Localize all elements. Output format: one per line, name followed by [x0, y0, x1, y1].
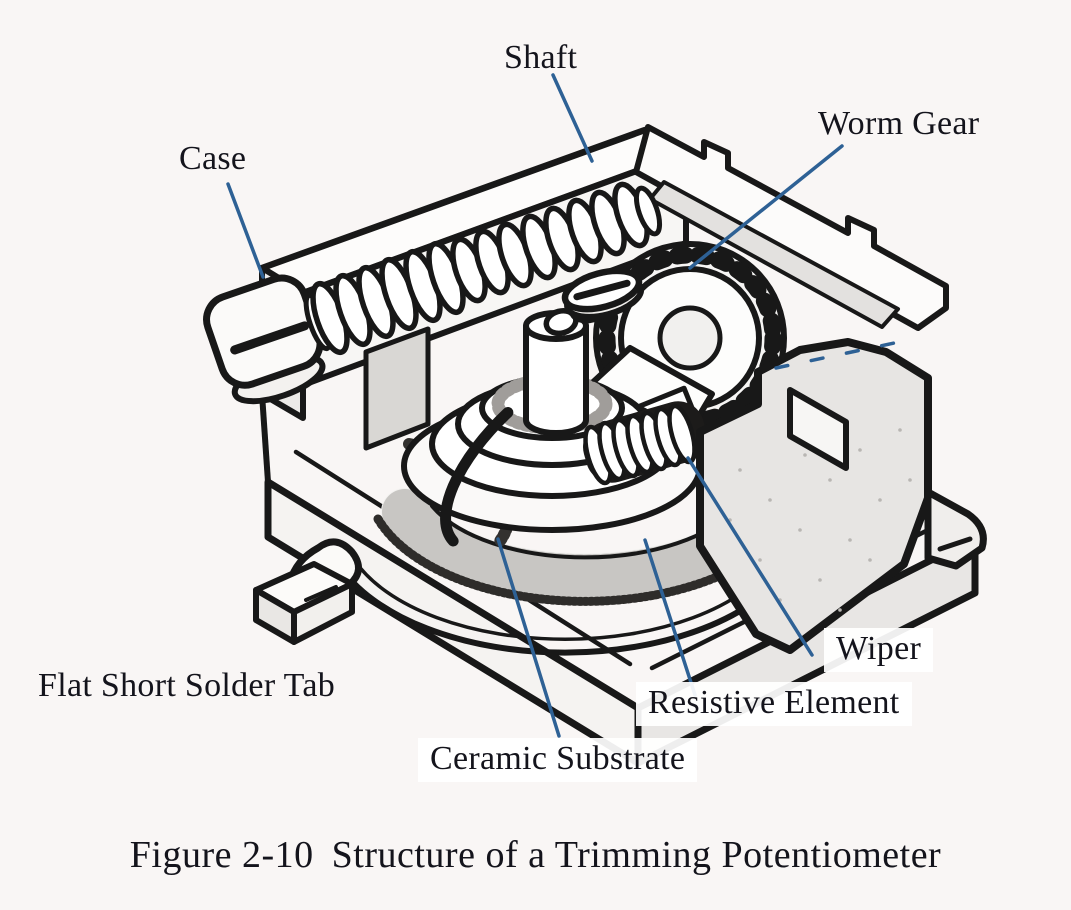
case-top-rim: [633, 124, 949, 331]
leader-resistive-element: [643, 538, 697, 697]
label-worm-gear: Worm Gear: [818, 105, 980, 142]
figure-caption-number: Figure 2-10: [129, 834, 314, 876]
leader-case: [226, 182, 265, 279]
leader-shaft: [551, 73, 594, 163]
shaft-assembly: [203, 181, 663, 405]
solder-tab-left: [253, 538, 362, 645]
leader-ceramic-substrate: [496, 537, 561, 738]
label-resistive-element: Resistive Element: [636, 682, 912, 727]
label-ceramic-substrate: Ceramic Substrate: [418, 738, 698, 783]
figure-caption-title: Structure of a Trimming Potentiometer: [331, 834, 942, 876]
leader-lines: [226, 73, 901, 738]
case-cut-face: [696, 338, 932, 654]
label-shaft: Shaft: [504, 39, 578, 76]
label-flat-short-solder-tab: Flat Short Solder Tab: [38, 667, 336, 704]
solder-tab-right: [924, 488, 987, 570]
leader-worm-gear: [688, 144, 844, 270]
label-wiper: Wiper: [824, 628, 934, 673]
leader-wiper: [686, 456, 814, 657]
label-case: Case: [179, 140, 247, 177]
rotor-slotted-cap: [561, 267, 645, 320]
figure-caption: Figure 2-10 Structure of a Trimming Poten…: [0, 833, 1071, 879]
wiper-spring: [583, 401, 707, 486]
